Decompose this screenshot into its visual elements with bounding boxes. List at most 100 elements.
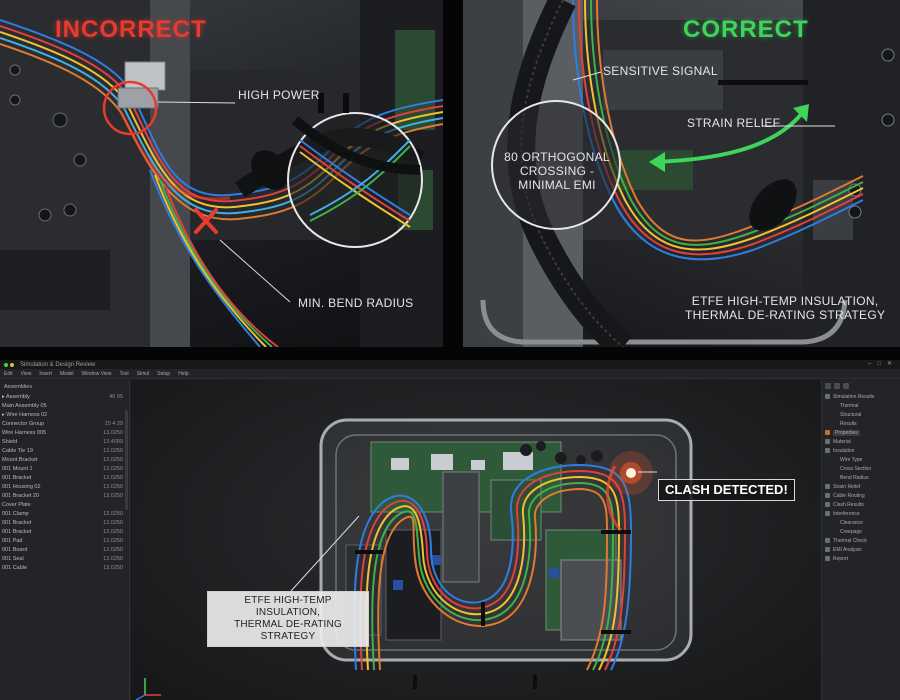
tree-item-label: 001 Cable: [2, 564, 28, 571]
menu-setup[interactable]: Setup: [157, 370, 171, 377]
tree-item-label: ▸ Assembly: [2, 393, 30, 400]
property-item[interactable]: Results: [822, 419, 900, 428]
close-button[interactable]: ✕: [886, 361, 892, 367]
insulation-annotation-box: ETFE HIGH-TEMP INSULATION, THERMAL DE-RA…: [207, 591, 369, 647]
tree-item-value: 13.0250: [103, 492, 123, 499]
correct-heading: CORRECT: [683, 16, 809, 43]
property-item[interactable]: Properties: [822, 428, 900, 437]
menu-help[interactable]: Help: [178, 370, 189, 377]
tree-item[interactable]: 001 Clamp 13.0250: [2, 509, 129, 518]
settings-icon[interactable]: [843, 383, 849, 389]
property-item[interactable]: Simulation Results: [822, 392, 900, 401]
property-item-icon: [832, 475, 837, 480]
property-item-label: Structural: [840, 411, 862, 418]
property-item[interactable]: Cross Section: [822, 464, 900, 473]
property-item-label: Strain Relief: [833, 483, 861, 490]
high-power-callout: HIGH POWER: [238, 88, 320, 102]
property-item[interactable]: Clearance: [822, 518, 900, 527]
property-item[interactable]: Clash Results: [822, 500, 900, 509]
tree-item[interactable]: Main Assembly 05: [2, 401, 129, 410]
property-item-label: Thermal: [840, 402, 859, 409]
tree-item-label: 001 Seal: [2, 555, 24, 562]
property-item[interactable]: Structural: [822, 410, 900, 419]
tree-item[interactable]: Connector Group 15 4 29: [2, 419, 129, 428]
tree-item-value: 13.0250: [103, 474, 123, 481]
error-x-icon: [194, 208, 218, 234]
property-item-label: Wire Type: [840, 456, 863, 463]
menu-bar: Edit View Insert Model Window View Tool …: [0, 369, 900, 379]
property-item-label: Creepage: [840, 528, 862, 535]
expand-icon[interactable]: [834, 383, 840, 389]
property-item-icon: [825, 502, 830, 507]
tree-item-label: Cover Plate: [2, 501, 31, 508]
property-item[interactable]: Material: [822, 437, 900, 446]
property-item[interactable]: Creepage: [822, 527, 900, 536]
menu-simul[interactable]: Simul: [136, 370, 150, 377]
property-item-label: Insulation: [833, 447, 855, 454]
tree-item-label: Main Assembly 05: [2, 402, 47, 409]
property-item-label: Properties: [833, 429, 860, 436]
menu-tool[interactable]: Tool: [119, 370, 129, 377]
menu-model[interactable]: Model: [59, 370, 74, 377]
tree-item-label: 001 Bracket: [2, 519, 32, 526]
property-item[interactable]: Insulation: [822, 446, 900, 455]
app-status-dot: [4, 362, 8, 367]
tree-item-label: Connector Group: [2, 420, 45, 427]
property-item[interactable]: Report: [822, 554, 900, 563]
tree-item[interactable]: Cover Plate: [2, 500, 129, 509]
property-item-label: Bend Radius: [840, 474, 869, 481]
property-item-icon: [832, 529, 837, 534]
property-item-icon: [825, 439, 830, 444]
property-item[interactable]: Bend Radius: [822, 473, 900, 482]
property-item[interactable]: Thermal: [822, 401, 900, 410]
property-item[interactable]: Strain Relief: [822, 482, 900, 491]
property-item[interactable]: Thermal Check: [822, 536, 900, 545]
property-item-icon: [832, 403, 837, 408]
property-item-label: Interference: [833, 510, 860, 517]
3d-viewport[interactable]: CLASH DETECTED! ETFE HIGH-TEMP INSULATIO…: [131, 380, 821, 700]
property-item-icon: [825, 547, 830, 552]
tree-item-value: 13.0250: [103, 510, 123, 517]
tree-item-label: 001 Pad: [2, 537, 23, 544]
maximize-button[interactable]: □: [877, 361, 881, 367]
property-item-icon: [832, 412, 837, 417]
tree-item[interactable]: ▸ Wire Harness 02: [2, 410, 129, 419]
tree-scrollbar[interactable]: [125, 410, 128, 510]
strain-relief-arrow-icon: [649, 104, 809, 172]
property-item-label: Simulation Results: [833, 393, 875, 400]
property-item-icon: [825, 511, 830, 516]
incorrect-harness-illustration: [0, 0, 443, 347]
menu-insert[interactable]: Insert: [39, 370, 52, 377]
property-item[interactable]: Cable Routing: [822, 491, 900, 500]
property-item[interactable]: Interference: [822, 509, 900, 518]
window-dots: [4, 362, 14, 367]
property-item-icon: [832, 421, 837, 426]
property-item[interactable]: EMI Analysis: [822, 545, 900, 554]
tree-item-label: 001 Clamp: [2, 510, 29, 517]
tree-item-label: Wire Harness 005: [2, 429, 47, 436]
filter-icon[interactable]: [825, 383, 831, 389]
menu-window-view[interactable]: Window View: [81, 370, 112, 377]
property-item[interactable]: Wire Type: [822, 455, 900, 464]
menu-edit[interactable]: Edit: [4, 370, 13, 377]
menu-view[interactable]: View: [20, 370, 32, 377]
tree-item-value: 13.0250: [103, 447, 123, 454]
tree-item-value: 15 4 29: [104, 420, 123, 427]
minimize-button[interactable]: –: [868, 361, 872, 367]
